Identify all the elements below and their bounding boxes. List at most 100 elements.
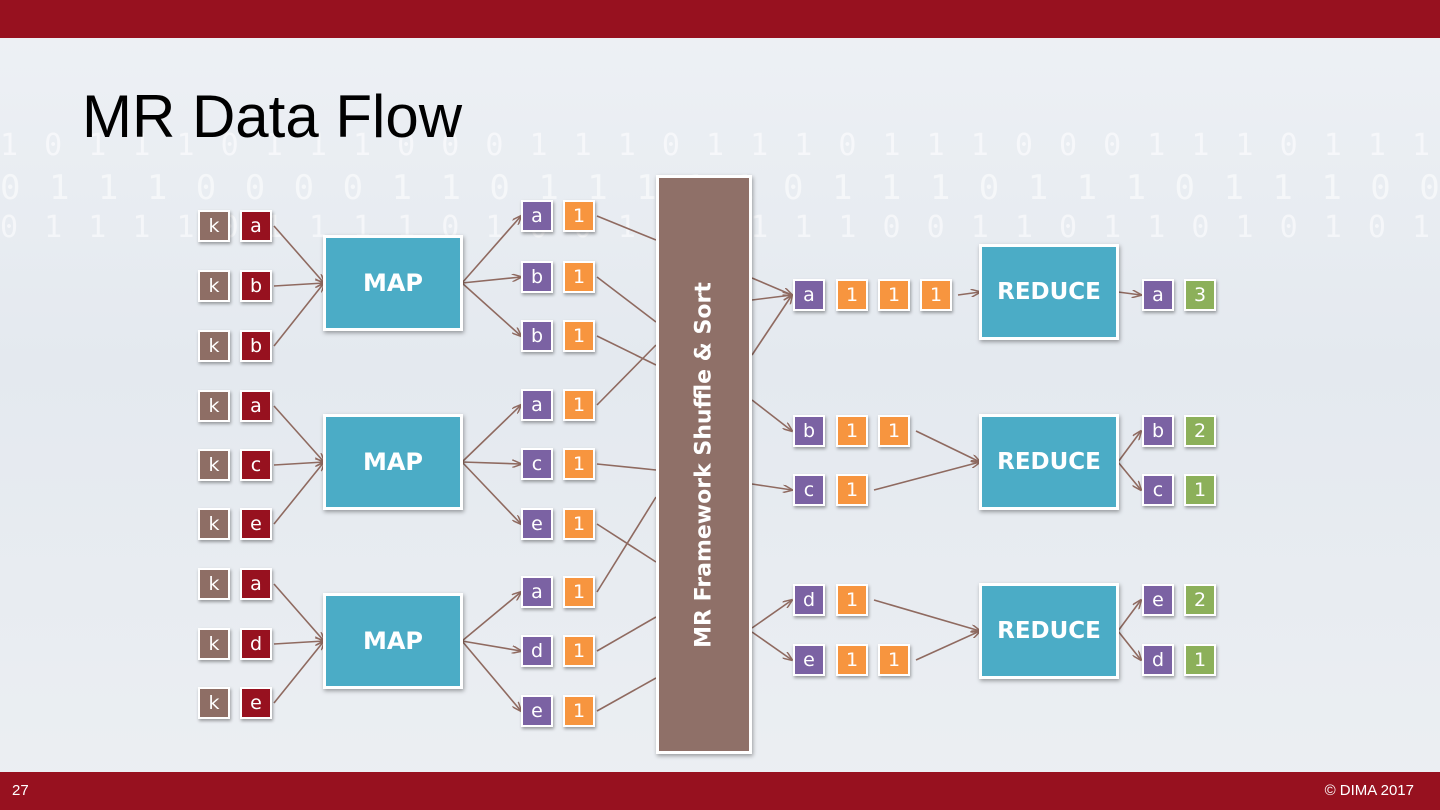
input-key-cell: k — [198, 330, 230, 362]
flow-arrow — [957, 292, 980, 295]
input-key-cell: k — [198, 210, 230, 242]
flow-arrow — [461, 462, 521, 464]
flow-arrow — [751, 483, 792, 490]
map-output-key-cell: b — [521, 261, 553, 293]
input-key-cell: k — [198, 628, 230, 660]
result-value-cell: 3 — [1184, 279, 1216, 311]
grouped-key-cell: d — [793, 584, 825, 616]
map-output-key-cell: d — [521, 635, 553, 667]
result-key-cell: a — [1142, 279, 1174, 311]
flow-arrow — [751, 295, 792, 301]
reduce-box-1: REDUCE — [979, 244, 1119, 340]
map-output-key-cell: a — [521, 389, 553, 421]
input-value-cell: a — [240, 210, 272, 242]
map-box-3: MAP — [323, 593, 463, 689]
grouped-one-cell: 1 — [836, 644, 868, 676]
map-output-one-cell: 1 — [563, 389, 595, 421]
grouped-one-cell: 1 — [836, 584, 868, 616]
input-value-cell: e — [240, 508, 272, 540]
flow-arrow — [461, 592, 521, 642]
flow-arrow — [1117, 600, 1141, 632]
input-value-cell: a — [240, 390, 272, 422]
map-output-one-cell: 1 — [563, 200, 595, 232]
flow-arrow — [273, 283, 324, 286]
flow-arrow — [873, 599, 980, 631]
input-key-cell: k — [198, 449, 230, 481]
flow-arrow — [751, 295, 792, 356]
result-value-cell: 2 — [1184, 415, 1216, 447]
flow-arrow — [596, 677, 657, 712]
flow-arrow — [461, 640, 521, 651]
flow-arrow — [273, 283, 324, 347]
map-output-one-cell: 1 — [563, 320, 595, 352]
map-output-one-cell: 1 — [563, 576, 595, 608]
flow-arrow — [596, 276, 657, 323]
flow-arrow — [596, 463, 657, 471]
flow-arrow — [461, 405, 521, 463]
flow-arrow — [596, 344, 657, 406]
grouped-key-cell: a — [793, 279, 825, 311]
map-output-one-cell: 1 — [563, 635, 595, 667]
input-key-cell: k — [198, 568, 230, 600]
flow-arrow — [873, 462, 980, 491]
result-value-cell: 1 — [1184, 474, 1216, 506]
flow-arrow — [273, 641, 324, 704]
grouped-one-cell: 1 — [836, 415, 868, 447]
input-value-cell: b — [240, 330, 272, 362]
result-key-cell: e — [1142, 584, 1174, 616]
result-value-cell: 2 — [1184, 584, 1216, 616]
flow-arrow — [915, 631, 980, 661]
map-output-key-cell: a — [521, 576, 553, 608]
flow-arrow — [1117, 431, 1141, 463]
grouped-key-cell: e — [793, 644, 825, 676]
input-value-cell: a — [240, 568, 272, 600]
result-key-cell: b — [1142, 415, 1174, 447]
flow-arrow — [915, 430, 980, 462]
map-output-key-cell: e — [521, 508, 553, 540]
flow-arrow — [1117, 630, 1141, 660]
reduce-box-3: REDUCE — [979, 583, 1119, 679]
copyright-notice: © DIMA 2017 — [1324, 782, 1414, 799]
flow-arrow — [461, 640, 521, 711]
top-bar — [0, 0, 1440, 38]
input-key-cell: k — [198, 390, 230, 422]
flow-arrow — [1117, 292, 1141, 295]
flow-arrow — [751, 399, 792, 431]
grouped-one-cell: 1 — [878, 644, 910, 676]
map-output-one-cell: 1 — [563, 261, 595, 293]
grouped-one-cell: 1 — [836, 279, 868, 311]
binary-background-line-1: 1 0 1 1 1 0 1 1 1 0 0 0 1 1 1 0 1 1 1 0 … — [0, 128, 1440, 163]
grouped-one-cell: 1 — [878, 279, 910, 311]
input-value-cell: b — [240, 270, 272, 302]
grouped-key-cell: c — [793, 474, 825, 506]
flow-arrow — [596, 215, 657, 241]
flow-arrow — [273, 641, 324, 644]
flow-arrow — [596, 616, 657, 652]
map-output-one-cell: 1 — [563, 695, 595, 727]
map-box-2: MAP — [323, 414, 463, 510]
flow-arrow — [461, 216, 521, 284]
flow-arrow — [461, 282, 521, 336]
shuffle-sort-box: MR Framework Shuffle & Sort — [656, 175, 752, 754]
flow-arrow — [273, 583, 324, 641]
flow-arrow — [273, 405, 324, 462]
flow-arrow — [461, 461, 521, 524]
grouped-one-cell: 1 — [836, 474, 868, 506]
bottom-bar: 27 © DIMA 2017 — [0, 772, 1440, 810]
flow-arrow — [596, 496, 657, 593]
map-output-one-cell: 1 — [563, 508, 595, 540]
map-output-one-cell: 1 — [563, 448, 595, 480]
input-value-cell: e — [240, 687, 272, 719]
map-output-key-cell: c — [521, 448, 553, 480]
flow-arrow — [751, 600, 792, 629]
result-key-cell: c — [1142, 474, 1174, 506]
input-key-cell: k — [198, 270, 230, 302]
map-output-key-cell: e — [521, 695, 553, 727]
result-key-cell: d — [1142, 644, 1174, 676]
result-value-cell: 1 — [1184, 644, 1216, 676]
map-output-key-cell: a — [521, 200, 553, 232]
grouped-one-cell: 1 — [920, 279, 952, 311]
input-key-cell: k — [198, 508, 230, 540]
flow-arrow — [461, 277, 521, 284]
